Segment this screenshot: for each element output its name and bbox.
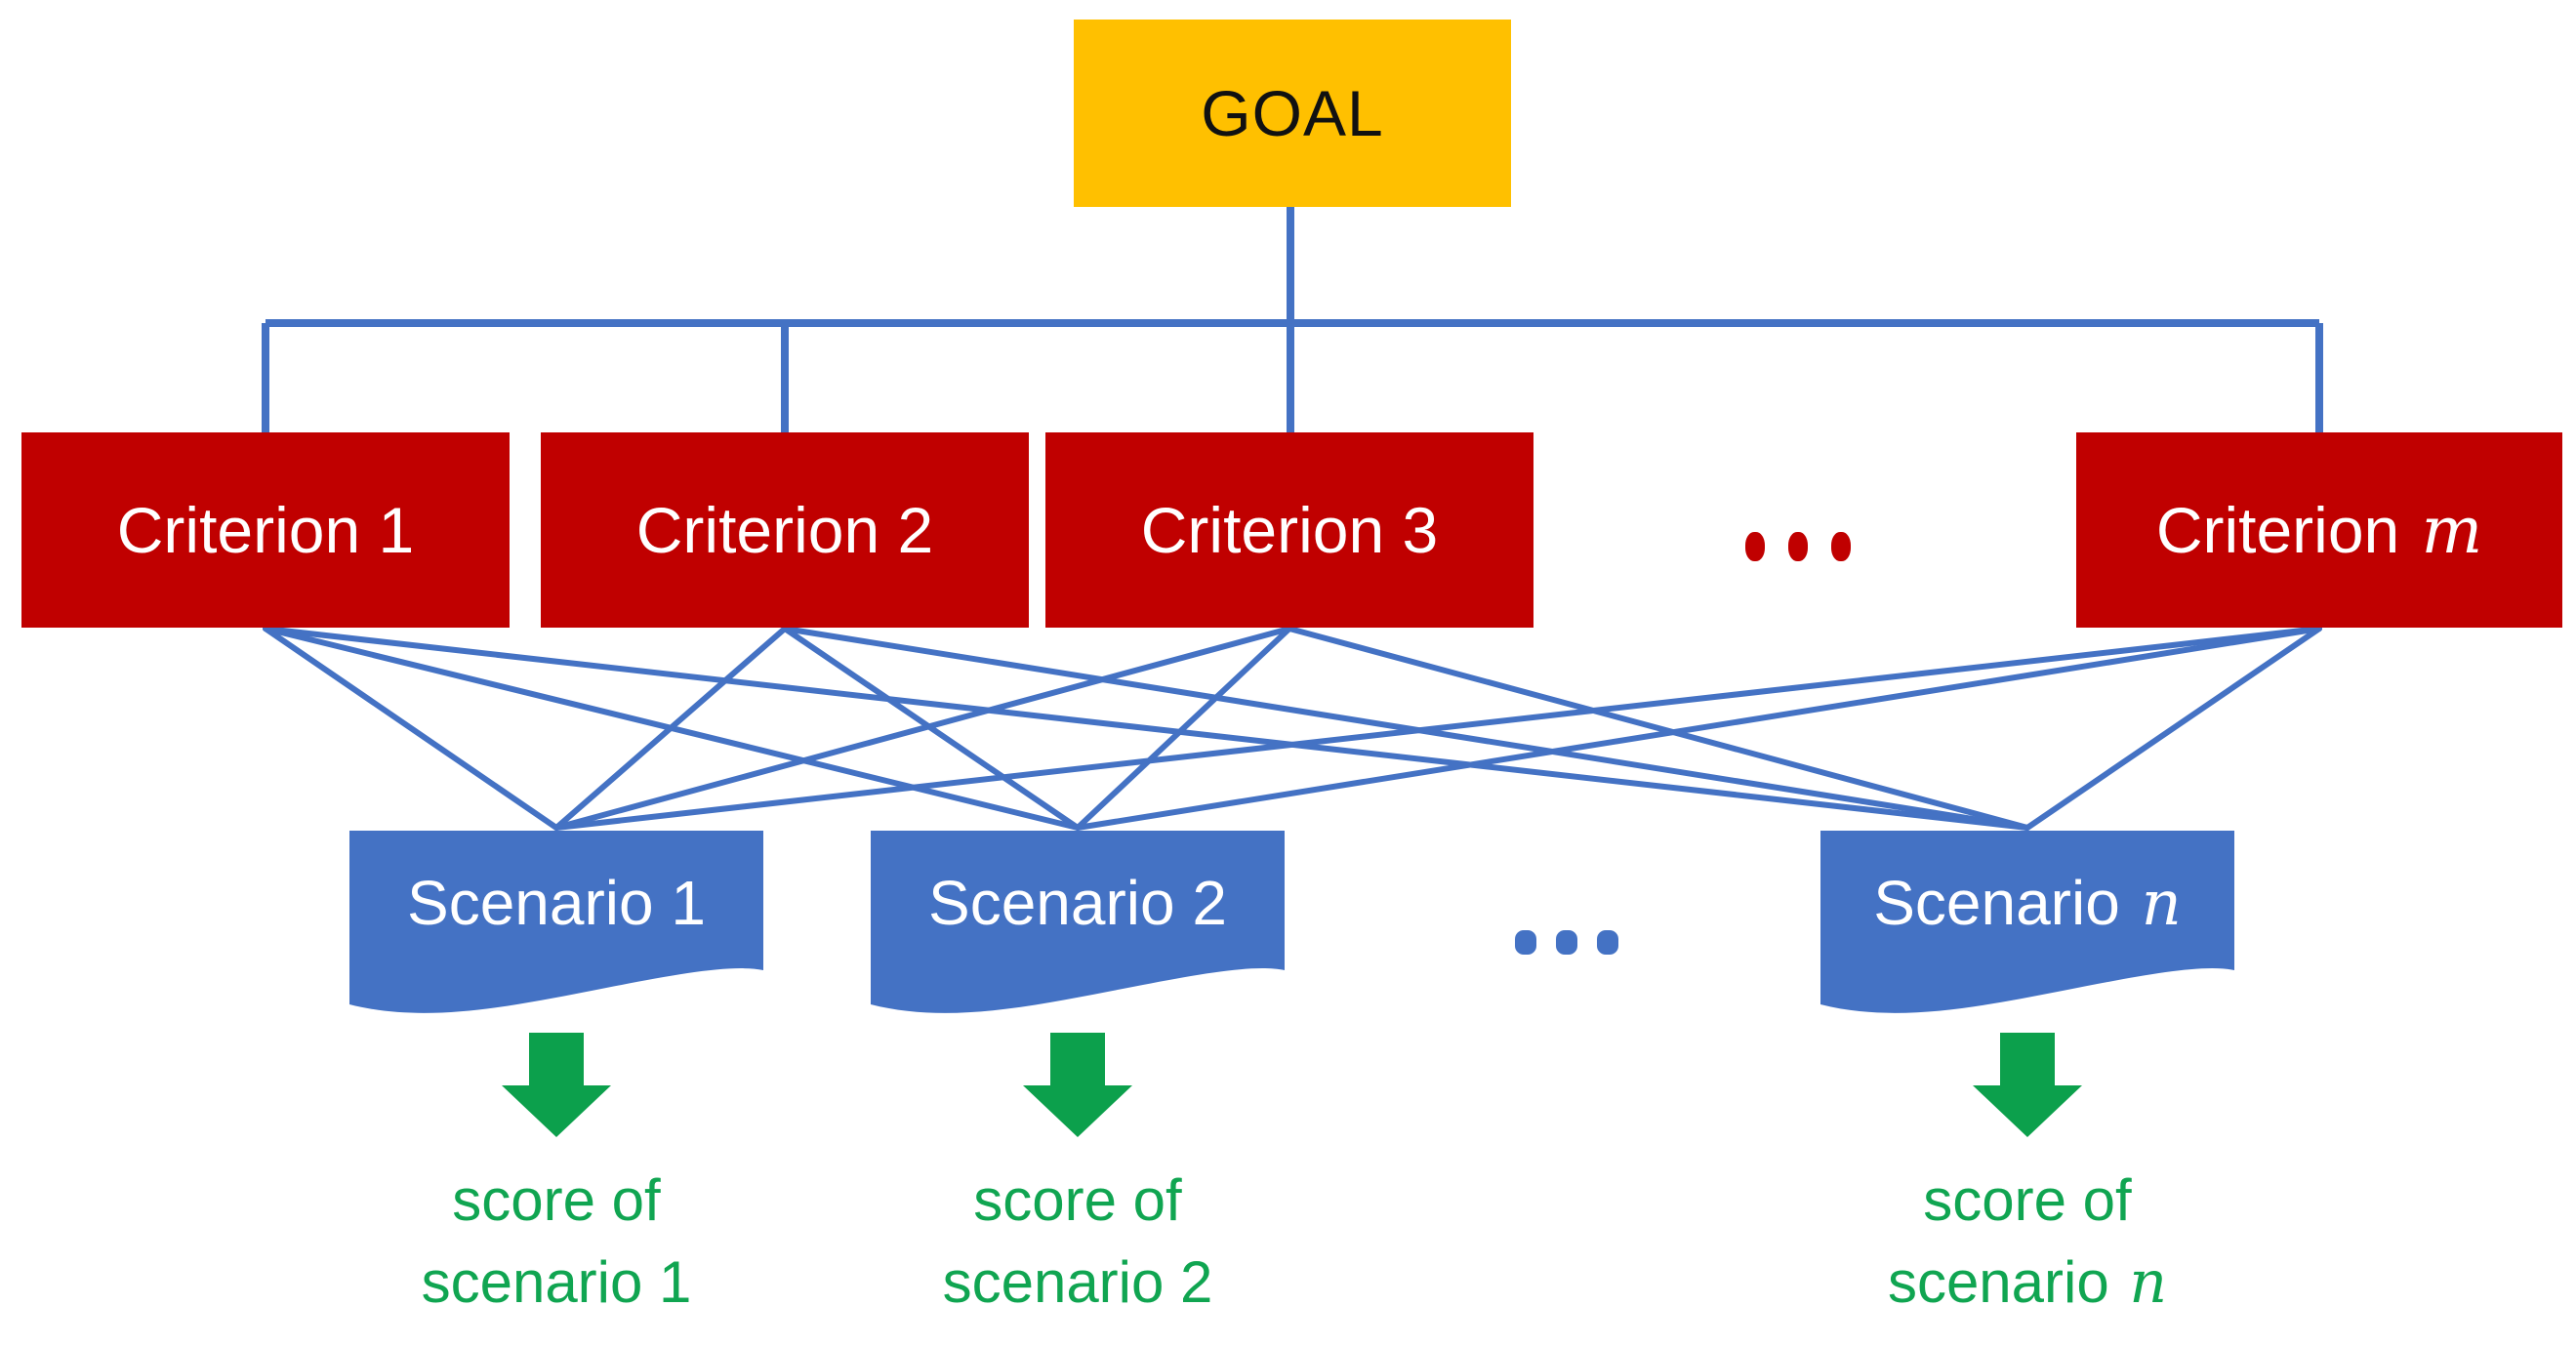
scenario-2-suffix: 2	[1192, 868, 1227, 938]
down-arrow-icon	[1973, 1033, 2082, 1137]
ellipsis-dot	[1556, 930, 1577, 955]
goal-label: GOAL	[1201, 77, 1384, 149]
score-line2-prefix: scenario	[1887, 1249, 2126, 1315]
criterion-1-box: Criterion 1	[21, 432, 510, 628]
ellipsis-dot	[1745, 532, 1765, 561]
score-line2-suffix: 1	[659, 1249, 692, 1315]
score-line-2: scenario 2	[824, 1242, 1331, 1324]
criterion-1-label: Criterion 1	[117, 493, 414, 567]
score-scenario-2-text: score of scenario 2	[824, 1160, 1331, 1324]
scenario-2-prefix: Scenario	[928, 868, 1193, 938]
criteria-scenario-fan-lines	[263, 626, 2322, 831]
scenario-n-label: Scenario n	[1873, 867, 2182, 940]
scenario-1-box: Scenario 1	[349, 831, 763, 975]
scenario-1-label: Scenario 1	[407, 867, 706, 939]
criterion-2-suffix: 2	[897, 494, 934, 566]
criterion-m-box: Criterion m	[2076, 432, 2562, 628]
scenario-n-shape	[1820, 831, 2234, 1013]
ellipsis-dot	[1515, 930, 1536, 955]
ellipsis-dot	[1597, 930, 1618, 955]
ellipsis-dot	[1788, 532, 1808, 561]
scenario-2-label: Scenario 2	[928, 867, 1227, 939]
scenarios-ellipsis-dots	[1515, 930, 1618, 955]
criterion-1-suffix: 1	[378, 494, 415, 566]
criteria-ellipsis-dots	[1745, 532, 1851, 561]
scenario-1-suffix: 1	[671, 868, 706, 938]
criterion-2-prefix: Criterion	[635, 494, 898, 566]
goal-tree-connectors	[262, 207, 2323, 434]
score-line-1: score of	[973, 1167, 1182, 1233]
score-line2-prefix: scenario	[421, 1249, 660, 1315]
criterion-2-label: Criterion 2	[636, 493, 933, 567]
score-line2-suffix: n	[2129, 1248, 2168, 1317]
score-line-2: scenario 1	[303, 1242, 810, 1324]
score-line-1: score of	[452, 1167, 661, 1233]
criterion-1-prefix: Criterion	[116, 494, 379, 566]
down-arrow-icon	[502, 1033, 611, 1137]
score-scenario-1-text: score of scenario 1	[303, 1160, 810, 1324]
score-line-1: score of	[1923, 1167, 2132, 1233]
score-line2-suffix: 2	[1180, 1249, 1213, 1315]
down-arrow-icon	[1023, 1033, 1132, 1137]
scenario-n-suffix: n	[2141, 867, 2182, 940]
ellipsis-dot	[1831, 532, 1851, 561]
scenario-n-prefix: Scenario	[1873, 867, 2138, 938]
criterion-m-prefix: Criterion	[2155, 493, 2418, 566]
criterion-3-label: Criterion 3	[1141, 493, 1438, 567]
criterion-m-suffix: m	[2421, 492, 2483, 568]
scenario-n-box: Scenario n	[1820, 831, 2234, 975]
goal-box: GOAL	[1074, 20, 1511, 207]
criterion-3-suffix: 3	[1402, 494, 1439, 566]
criterion-m-label: Criterion m	[2156, 493, 2482, 568]
scenario-1-shape	[349, 831, 763, 1013]
score-line2-prefix: scenario	[942, 1249, 1181, 1315]
criterion-3-box: Criterion 3	[1045, 432, 1533, 628]
scenario-2-shape	[871, 831, 1285, 1013]
score-scenario-n-text: score of scenario n	[1774, 1160, 2281, 1324]
scenario-1-prefix: Scenario	[407, 868, 672, 938]
scenario-2-box: Scenario 2	[871, 831, 1285, 975]
score-line-2: scenario n	[1774, 1242, 2281, 1324]
criterion-2-box: Criterion 2	[541, 432, 1029, 628]
criterion-3-prefix: Criterion	[1140, 494, 1403, 566]
